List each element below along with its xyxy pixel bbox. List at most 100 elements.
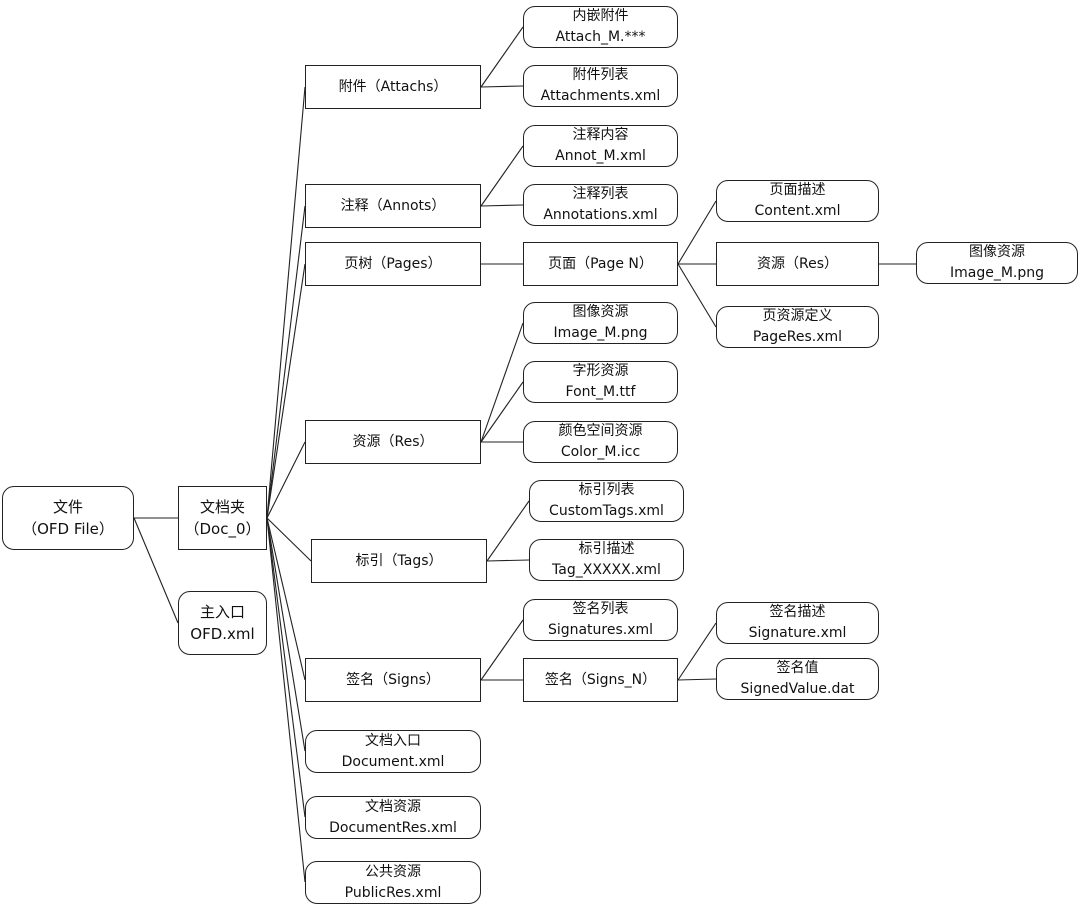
node-attachs: 附件（Attachs） <box>305 65 481 109</box>
link-doc-document <box>266 517 306 752</box>
node-page-res-label: 资源（Res） <box>756 255 838 272</box>
node-docres-title: 文档资源 <box>365 798 421 815</box>
node-attach-list-file: Attachments.xml <box>540 88 661 104</box>
node-sig-value-title: 签名值 <box>776 660 819 676</box>
link-attachs-attach-list <box>480 85 524 88</box>
node-res-color-title: 颜色空间资源 <box>558 423 643 439</box>
node-signs-label: 签名（Signs） <box>346 671 440 688</box>
node-root: 文件 （OFD File） <box>2 486 134 550</box>
node-pages: 页树（Pages） <box>305 242 481 286</box>
node-tag-desc-file: Tag_XXXXX.xml <box>552 562 661 578</box>
link-doc-attachs <box>266 86 306 519</box>
node-tags-label: 标引（Tags） <box>355 552 443 569</box>
link-page-n-pageres <box>677 263 717 328</box>
node-tag-list-file: CustomTags.xml <box>549 503 664 519</box>
node-res-font: 字形资源 Font_M.ttf <box>523 361 678 403</box>
link-res-font <box>480 381 524 443</box>
link-tags-desc <box>486 559 530 562</box>
node-doc: 文档夹 （Doc_0） <box>178 486 267 550</box>
node-attachs-label: 附件（Attachs） <box>338 78 448 95</box>
node-sig-desc-title: 签名描述 <box>769 604 826 620</box>
node-signs: 签名（Signs） <box>305 658 481 702</box>
node-tag-list-title: 标引列表 <box>578 482 635 498</box>
node-page-res: 资源（Res） <box>716 242 879 286</box>
node-pageres-def: 页资源定义 PageRes.xml <box>716 306 879 348</box>
link-annots-annot-m <box>480 145 524 207</box>
node-entry-subtitle: OFD.xml <box>190 625 255 643</box>
node-signs-n-label: 签名（Signs_N） <box>544 671 657 688</box>
link-annots-annot-list <box>480 204 524 207</box>
node-attach-list: 附件列表 Attachments.xml <box>523 65 678 107</box>
node-annot-m: 注释内容 Annot_M.xml <box>523 125 678 167</box>
node-pageres-def-title: 页资源定义 <box>762 308 833 324</box>
link-signs-list <box>480 619 524 681</box>
node-root-subtitle: （OFD File） <box>22 520 114 538</box>
link-doc-pages <box>266 263 306 519</box>
node-attach-m: 内嵌附件 Attach_M.*** <box>523 6 678 48</box>
node-sig-list: 签名列表 Signatures.xml <box>523 599 678 641</box>
node-entry: 主入口 OFD.xml <box>178 591 267 655</box>
node-tag-list: 标引列表 CustomTags.xml <box>529 480 684 522</box>
link-doc-annots <box>266 205 306 519</box>
node-page-n-label: 页面（Page N） <box>548 255 653 272</box>
node-doc-title: 文档夹 <box>199 498 245 516</box>
node-annot-list: 注释列表 Annotations.xml <box>523 184 678 226</box>
node-page-image: 图像资源 Image_M.png <box>916 242 1078 284</box>
link-res-image <box>480 322 524 443</box>
node-annots: 注释（Annots） <box>305 184 481 228</box>
node-res-image-file: Image_M.png <box>553 325 648 341</box>
node-page-image-title: 图像资源 <box>969 244 1025 260</box>
node-docres: 文档资源 DocumentRes.xml <box>305 796 481 839</box>
node-annots-label: 注释（Annots） <box>340 197 446 214</box>
node-attach-m-file: Attach_M.*** <box>555 29 646 45</box>
node-annot-list-file: Annotations.xml <box>543 207 658 223</box>
node-docres-file: DocumentRes.xml <box>329 819 457 836</box>
link-root-entry <box>133 517 179 624</box>
node-pageres-def-file: PageRes.xml <box>752 329 843 345</box>
node-res: 资源（Res） <box>305 420 481 464</box>
node-tag-desc-title: 标引描述 <box>578 541 635 557</box>
node-page-image-file: Image_M.png <box>949 265 1045 281</box>
node-res-image: 图像资源 Image_M.png <box>523 302 678 344</box>
node-document: 文档入口 Document.xml <box>305 730 481 773</box>
node-sig-value: 签名值 SignedValue.dat <box>716 658 879 700</box>
node-page-n: 页面（Page N） <box>523 242 678 286</box>
link-signs-n-desc <box>677 622 717 681</box>
node-document-title: 文档入口 <box>365 732 421 749</box>
node-annot-m-title: 注释内容 <box>572 127 629 143</box>
link-doc-docres <box>266 517 306 818</box>
link-doc-signs <box>266 517 306 681</box>
node-attach-list-title: 附件列表 <box>572 67 629 83</box>
node-entry-title: 主入口 <box>199 603 245 621</box>
link-doc-publicres <box>266 517 306 883</box>
node-signs-n: 签名（Signs_N） <box>523 658 678 702</box>
node-tag-desc: 标引描述 Tag_XXXXX.xml <box>529 539 684 581</box>
node-sig-list-file: Signatures.xml <box>547 622 654 638</box>
node-sig-list-title: 签名列表 <box>572 601 629 617</box>
node-annot-m-file: Annot_M.xml <box>555 148 646 164</box>
node-content: 页面描述 Content.xml <box>716 180 879 222</box>
node-annot-list-title: 注释列表 <box>572 186 629 202</box>
link-signs-n-value <box>677 678 717 681</box>
link-page-n-content <box>677 200 717 265</box>
node-res-color-file: Color_M.icc <box>560 444 641 460</box>
node-sig-desc-file: Signature.xml <box>748 625 847 641</box>
node-sig-value-file: SignedValue.dat <box>740 681 855 697</box>
link-doc-tags <box>266 517 312 562</box>
node-content-file: Content.xml <box>754 203 841 219</box>
node-pages-label: 页树（Pages） <box>344 255 442 272</box>
node-publicres: 公共资源 PublicRes.xml <box>305 861 481 904</box>
node-sig-desc: 签名描述 Signature.xml <box>716 602 879 644</box>
node-publicres-file: PublicRes.xml <box>344 884 442 901</box>
node-content-title: 页面描述 <box>769 182 826 198</box>
node-res-image-title: 图像资源 <box>572 304 629 320</box>
node-publicres-title: 公共资源 <box>365 863 421 880</box>
node-attach-m-title: 内嵌附件 <box>572 8 629 24</box>
node-tags: 标引（Tags） <box>311 539 487 583</box>
node-res-label: 资源（Res） <box>352 433 434 450</box>
link-tags-list <box>486 500 530 562</box>
node-doc-subtitle: （Doc_0） <box>184 520 261 538</box>
node-res-color: 颜色空间资源 Color_M.icc <box>523 421 678 463</box>
